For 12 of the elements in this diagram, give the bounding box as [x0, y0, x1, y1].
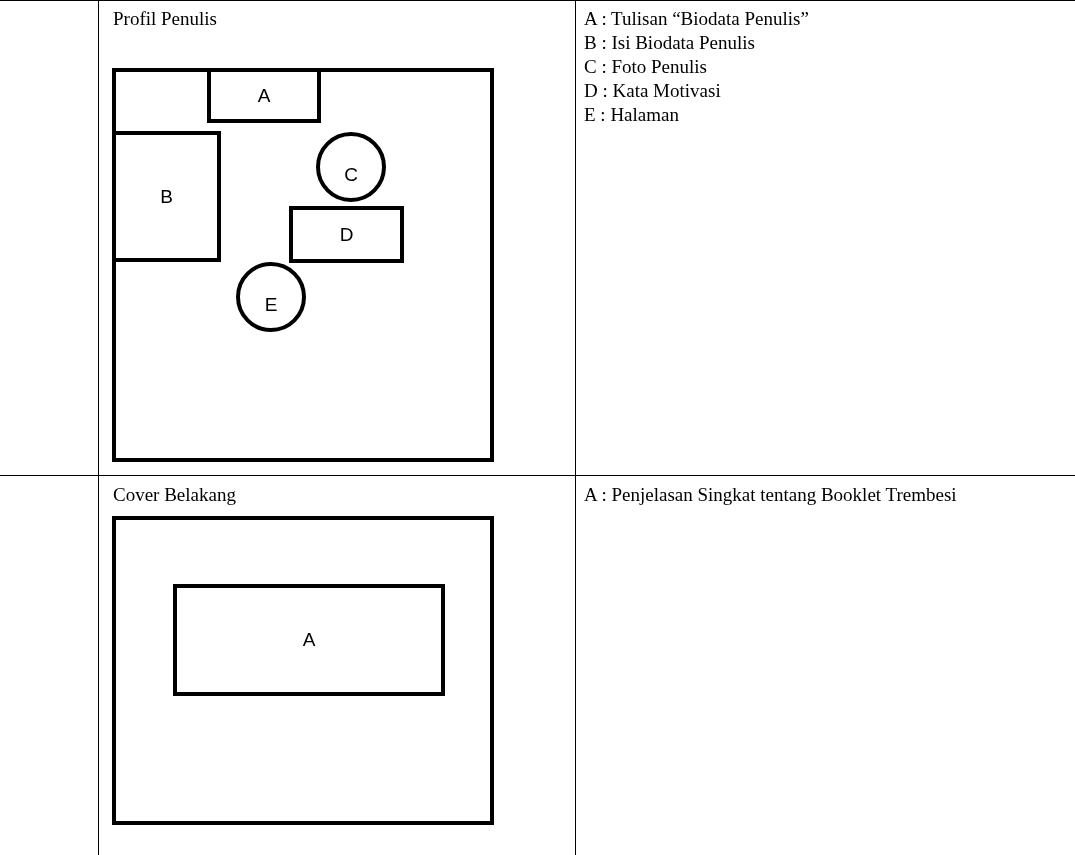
layout-box: A: [173, 584, 445, 696]
layout-box: D: [289, 206, 404, 263]
legend-text: B : Isi Biodata Penulis: [584, 32, 756, 54]
section-heading: Profil Penulis: [113, 8, 217, 30]
legend-text: E : Halaman: [584, 104, 680, 126]
legend-text: A : Tulisan “Biodata Penulis”: [584, 8, 810, 30]
legend-text: C : Foto Penulis: [584, 56, 708, 78]
layout-circle: C: [316, 132, 386, 202]
section-heading: Cover Belakang: [113, 484, 236, 506]
legend-text: D : Kata Motivasi: [584, 80, 722, 102]
layout-circle: E: [236, 262, 306, 332]
legend-text: A : Penjelasan Singkat tentang Booklet Trembesi: [584, 484, 958, 506]
